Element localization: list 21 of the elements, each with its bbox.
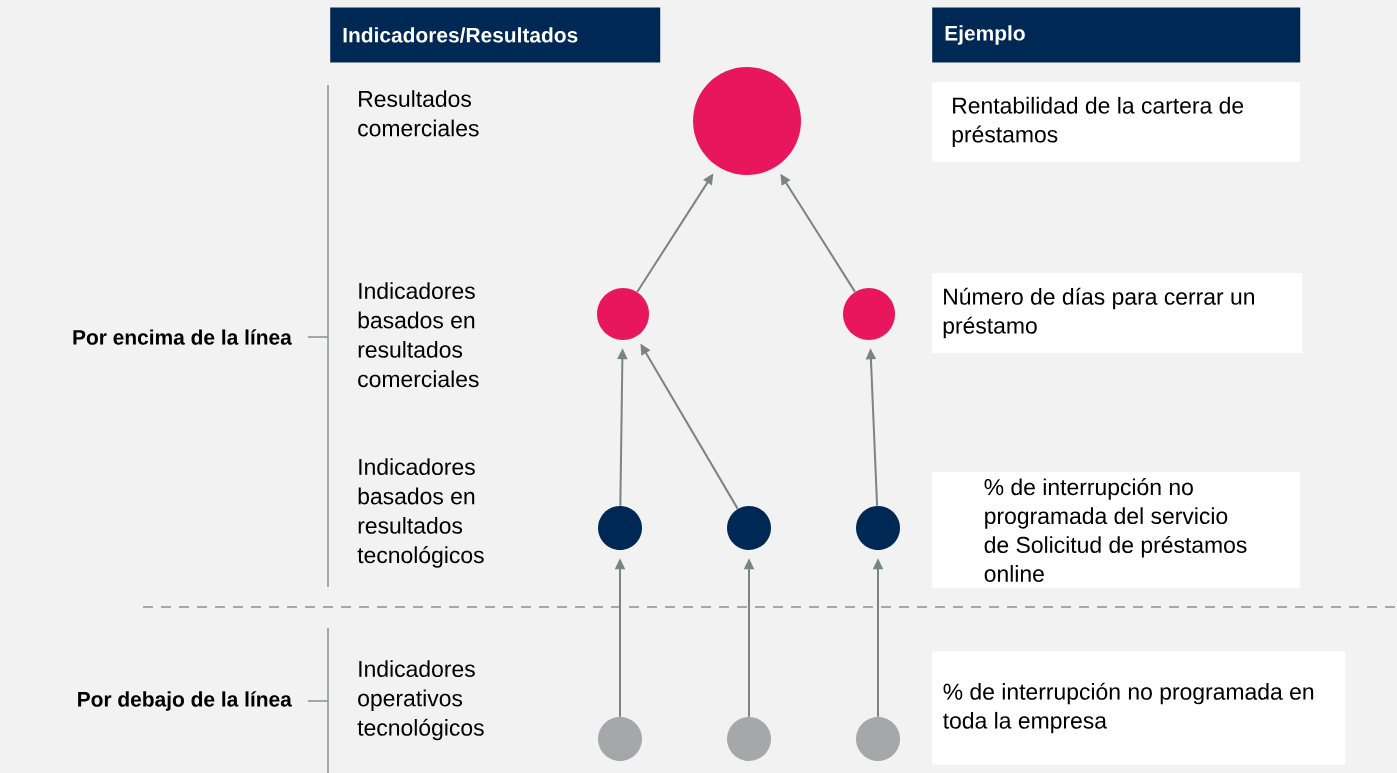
circle xyxy=(693,67,801,175)
level-label: Indicadores operativos tecnológicos xyxy=(357,660,484,741)
circle xyxy=(843,288,895,340)
header-box: Indicadores/Resultados xyxy=(330,7,661,63)
example-box: Rentabilidad de la cartera de préstamos xyxy=(932,82,1301,162)
circle xyxy=(727,506,771,550)
example-box: Número de días para cerrar un préstamo xyxy=(932,273,1303,353)
section-label: Por encima de la línea xyxy=(73,329,292,345)
level-label: Indicadores basados en resultados comerciales xyxy=(358,282,479,388)
level-label: Indicadores basados en resultados tecnológicos xyxy=(357,458,484,568)
level-label: Resultados comerciales xyxy=(358,90,479,137)
circle xyxy=(598,717,642,761)
section-label: Por debajo de la línea xyxy=(78,691,292,711)
circle xyxy=(598,506,642,550)
header-box: Ejemplo xyxy=(932,7,1301,63)
circle xyxy=(856,506,900,550)
example-box: % de interrupción no programada del servicio de Solicitud de préstamos online xyxy=(932,472,1301,588)
circle xyxy=(597,288,649,340)
circle xyxy=(856,717,900,761)
example-box: % de interrupción no programada en toda la empresa xyxy=(932,651,1346,765)
circle xyxy=(727,717,771,761)
